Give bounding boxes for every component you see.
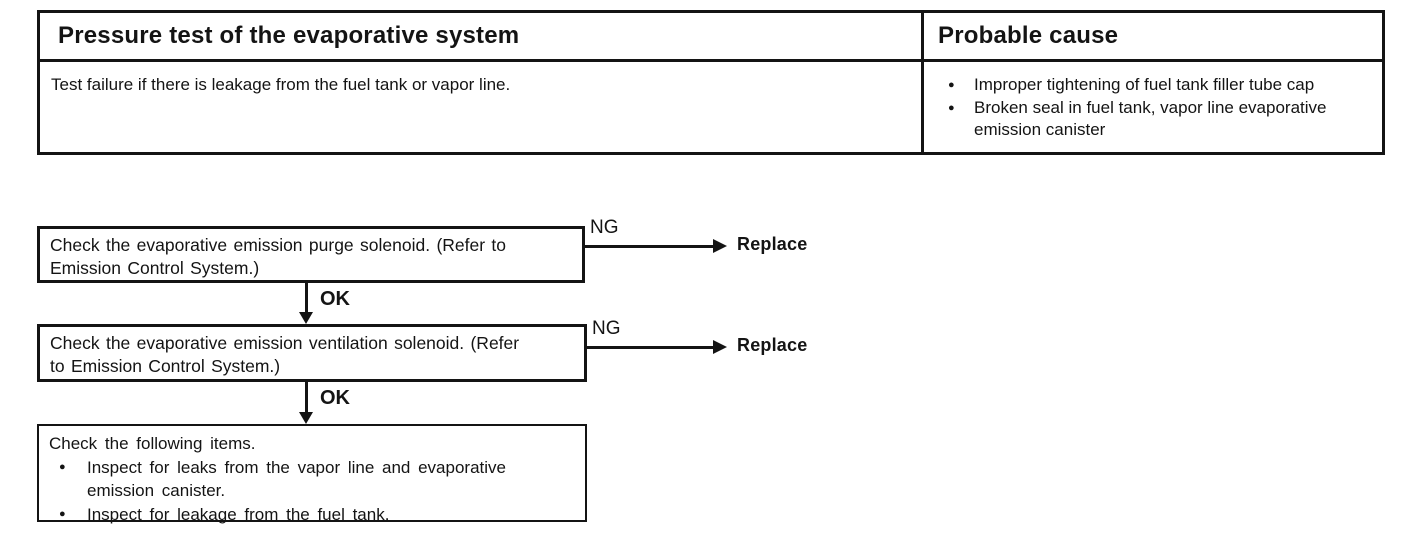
bullet-icon: ● bbox=[948, 102, 955, 114]
ng-connector-line bbox=[587, 346, 715, 349]
flow-step-check-items: Check the following items. ● Inspect for… bbox=[37, 424, 587, 524]
ng-connector-line bbox=[585, 245, 715, 248]
test-description: Test failure if there is leakage from th… bbox=[51, 75, 511, 94]
diagnosis-table: Pressure test of the evaporative system … bbox=[37, 10, 1385, 155]
check-item-text: Inspect for leaks from the vapor line an… bbox=[87, 458, 506, 500]
bullet-icon: ● bbox=[59, 508, 66, 520]
test-description-cell: Test failure if there is leakage from th… bbox=[40, 62, 924, 152]
probable-cause-text: Probable cause bbox=[938, 22, 1119, 49]
arrowhead-right-icon bbox=[713, 340, 727, 354]
ok-label: OK bbox=[320, 387, 350, 409]
probable-cause-item: ● Improper tightening of fuel tank fille… bbox=[936, 74, 1374, 96]
arrowhead-right-icon bbox=[713, 239, 727, 253]
ok-label: OK bbox=[320, 288, 350, 310]
check-items-title: Check the following items. bbox=[49, 434, 256, 453]
probable-cause-item-text: Improper tightening of fuel tank filler … bbox=[974, 75, 1315, 94]
arrowhead-down-icon bbox=[299, 412, 313, 424]
replace-action-label: Replace bbox=[737, 234, 808, 254]
arrowhead-down-icon bbox=[299, 312, 313, 324]
flow-step-check-ventilation-solenoid: Check the evaporative emission ventilati… bbox=[37, 324, 587, 382]
probable-cause-item-text: Broken seal in fuel tank, vapor line eva… bbox=[974, 98, 1327, 139]
bullet-icon: ● bbox=[948, 79, 955, 91]
ng-label: NG bbox=[590, 217, 619, 238]
probable-cause-item: ● Broken seal in fuel tank, vapor line e… bbox=[936, 97, 1374, 141]
ok-connector-line bbox=[305, 382, 308, 413]
check-item: ● Inspect for leaks from the vapor line … bbox=[49, 456, 577, 502]
ng-label: NG bbox=[592, 318, 621, 339]
replace-action-label: Replace bbox=[737, 335, 808, 355]
check-item: ● Inspect for leakage from the fuel tank… bbox=[49, 503, 577, 526]
check-item-text: Inspect for leakage from the fuel tank. bbox=[87, 505, 390, 524]
flow-step-check-purge-solenoid: Check the evaporative emission purge sol… bbox=[37, 226, 585, 283]
probable-cause-cell: ● Improper tightening of fuel tank fille… bbox=[924, 62, 1382, 152]
bullet-icon: ● bbox=[59, 461, 66, 473]
ok-connector-line bbox=[305, 283, 308, 314]
test-title-header: Pressure test of the evaporative system bbox=[40, 13, 924, 62]
test-title-text: Pressure test of the evaporative system bbox=[58, 22, 520, 49]
probable-cause-header: Probable cause bbox=[924, 13, 1382, 62]
